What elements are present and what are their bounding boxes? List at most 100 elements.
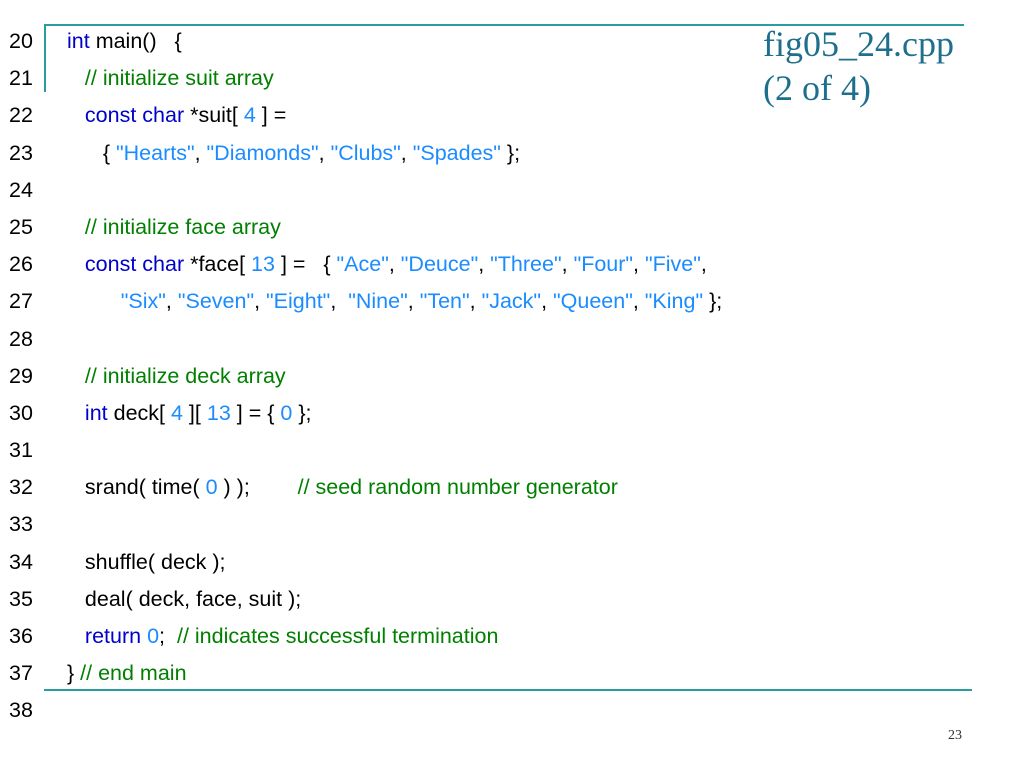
code-text-token: , — [633, 252, 645, 277]
code-text-token — [67, 289, 121, 313]
line-number: 26 — [9, 252, 33, 277]
code-line: 34 shuffle( deck ); — [0, 544, 1000, 581]
line-number: 24 — [9, 177, 33, 202]
number-token: 4 — [243, 103, 256, 128]
keyword-token: const char — [84, 103, 185, 128]
number-token: 0 — [205, 475, 218, 500]
string-token: "Eight" — [266, 289, 331, 314]
title-filename: fig05_24.cpp — [763, 24, 954, 64]
slide-title: fig05_24.cpp (2 of 4) — [763, 22, 1013, 110]
string-token: "Ace" — [336, 252, 389, 277]
keyword-token: return — [84, 624, 142, 648]
code-text-token: , — [700, 252, 707, 277]
string-token: "Clubs" — [330, 140, 401, 165]
comment-token: // end main — [80, 661, 187, 686]
line-number: 35 — [9, 586, 33, 611]
code-text-token: , — [469, 289, 482, 314]
code-text: int main() { — [67, 23, 182, 60]
code-text-token: , — [561, 252, 574, 277]
code-line: 32 srand( time( 0 ) ); // seed random nu… — [0, 469, 1000, 506]
line-number: 25 — [9, 214, 33, 239]
page-number: 23 — [948, 728, 962, 743]
code-text-token: ] = { — [274, 252, 337, 277]
code-text-token: ] = — [255, 103, 287, 128]
bottom-rule — [44, 689, 972, 691]
code-text-token: srand( time( — [67, 475, 206, 500]
code-text-token: , — [400, 140, 413, 165]
code-text: { "Hearts", "Diamonds", "Clubs", "Spades… — [67, 135, 520, 172]
code-listing: 20 int main() { 21 // initialize suit arra… — [0, 23, 1000, 730]
number-token: 4 — [170, 400, 183, 425]
code-line: 27 "Six", "Seven", "Eight", "Nine", "Ten… — [0, 283, 1000, 320]
comment-token: // seed random number generator — [297, 475, 618, 500]
code-text-token: , — [407, 289, 420, 314]
number-token: 13 — [251, 252, 275, 277]
string-token: "Seven" — [177, 289, 255, 314]
code-line: 23 { "Hearts", "Diamonds", "Clubs", "Spa… — [0, 135, 1000, 172]
string-token: "Six" — [120, 289, 166, 314]
code-text-token: , — [254, 289, 267, 314]
code-line: 29 // initialize deck array — [0, 358, 1000, 395]
code-text-token: { — [67, 140, 116, 165]
string-token: "Spades" — [412, 140, 501, 165]
line-number: 31 — [9, 438, 33, 463]
number-token: 0 — [280, 400, 293, 425]
title-part: (2 of 4) — [763, 68, 871, 108]
line-number: 20 — [9, 29, 33, 53]
code-line: 24 — [0, 172, 1000, 209]
line-number: 27 — [9, 289, 33, 314]
code-text: "Six", "Seven", "Eight", "Nine", "Ten", … — [67, 283, 722, 320]
code-text-token: }; — [292, 400, 312, 425]
string-token: "Ten" — [419, 289, 470, 314]
code-text: // initialize face array — [67, 209, 281, 246]
code-text-token: ][ — [182, 400, 207, 425]
string-token: "Four" — [573, 252, 634, 277]
code-text-token — [67, 252, 85, 276]
code-text-token: shuffle( deck ); — [67, 549, 226, 574]
code-text-token: ) ); — [217, 475, 298, 500]
code-text-token — [67, 624, 85, 648]
top-rule — [44, 24, 964, 26]
keyword-token: const char — [84, 252, 185, 277]
line-number: 30 — [9, 400, 33, 425]
string-token: "Hearts" — [116, 140, 195, 165]
code-text-token: } — [67, 661, 81, 686]
code-text-token: *face[ — [184, 252, 252, 277]
comment-token: // indicates successful termination — [176, 624, 499, 648]
code-text-token: , — [330, 289, 349, 314]
string-token: "Jack" — [481, 289, 542, 314]
code-line: 37} // end main — [0, 655, 1000, 692]
code-line: 26 const char *face[ 13 ] = { "Ace", "De… — [0, 246, 1000, 283]
code-line: 33 — [0, 506, 1000, 543]
code-text-token: , — [388, 252, 401, 277]
code-text-token: , — [318, 140, 331, 165]
code-line: 35 deal( deck, face, suit ); — [0, 581, 1000, 618]
code-text-token — [67, 103, 85, 127]
code-line: 30 int deck[ 4 ][ 13 ] = { 0 }; — [0, 395, 1000, 432]
code-text: shuffle( deck ); — [67, 544, 226, 581]
code-text-token: , — [165, 289, 178, 314]
code-text: deal( deck, face, suit ); — [67, 581, 301, 618]
line-number: 34 — [9, 549, 33, 574]
string-token: "Three" — [490, 252, 562, 277]
code-text-token: ; — [159, 624, 177, 648]
string-token: "Queen" — [553, 289, 633, 314]
number-token: 13 — [206, 400, 231, 425]
line-number: 29 — [9, 363, 33, 388]
code-text: return 0; // indicates successful termin… — [67, 618, 499, 655]
string-token: "Deuce" — [400, 252, 479, 277]
line-number: 22 — [9, 103, 33, 128]
string-token: "Nine" — [348, 289, 408, 314]
code-text-token — [67, 401, 85, 425]
code-text-token: }; — [500, 140, 521, 165]
code-text-token: , — [632, 289, 645, 314]
code-text-token — [67, 215, 85, 239]
keyword-token: int — [84, 400, 108, 425]
line-number: 28 — [9, 326, 33, 351]
line-number: 37 — [9, 661, 33, 686]
line-number: 21 — [9, 66, 33, 91]
code-text: const char *face[ 13 ] = { "Ace", "Deuce… — [67, 246, 707, 283]
code-text-token: , — [194, 140, 207, 165]
comment-token: // initialize suit array — [84, 66, 274, 91]
code-text-token: *suit[ — [184, 103, 244, 128]
